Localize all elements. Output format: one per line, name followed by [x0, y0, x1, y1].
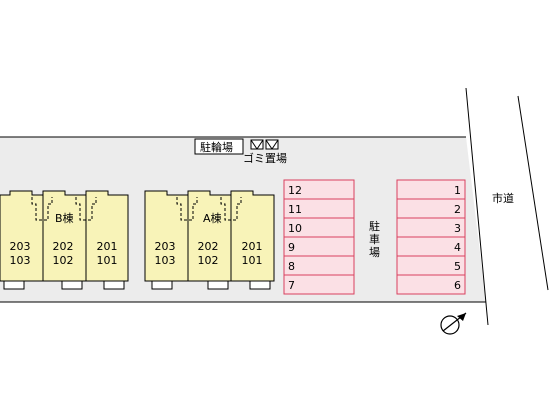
stall-number: 10 [288, 222, 302, 235]
unit-a-203: 203 [155, 240, 176, 253]
stall-number: 4 [454, 241, 461, 254]
building-a-entrances [151, 280, 271, 290]
stall-number: 9 [288, 241, 295, 254]
road-edge-right [517, 95, 549, 291]
parking-stall [396, 274, 466, 295]
unit-a-102: 102 [198, 254, 219, 267]
building-a-stairs [176, 197, 242, 221]
parking-stalls-right: 1 2 3 4 5 6 [396, 179, 466, 295]
unit-b-202: 202 [53, 240, 74, 253]
stall-number: 12 [288, 184, 302, 197]
stall-number: 6 [454, 279, 461, 292]
parking-lot-label-2: 車 [369, 232, 380, 246]
north-arrow-icon [440, 312, 467, 335]
stall-number: 8 [288, 260, 295, 273]
road-label: 市道 [492, 191, 514, 205]
garbage-label: ゴミ置場 [243, 151, 287, 165]
building-a: A棟 203 103 202 102 201 101 [144, 190, 275, 290]
parking-stall [283, 274, 355, 295]
building-b-stairs [31, 197, 97, 221]
building-a-name: A棟 [203, 211, 222, 225]
building-b-entrances [3, 280, 125, 290]
building-b-outline [0, 190, 129, 282]
unit-b-103: 103 [10, 254, 31, 267]
stall-number: 11 [288, 203, 302, 216]
unit-a-201: 201 [242, 240, 263, 253]
unit-b-203: 203 [10, 240, 31, 253]
stall-number: 7 [288, 279, 295, 292]
unit-b-102: 102 [53, 254, 74, 267]
parking-lot-label-3: 場 [369, 246, 380, 259]
unit-b-201: 201 [97, 240, 118, 253]
parking-lot-label-1: 駐 [369, 219, 380, 233]
stall-number: 3 [454, 222, 461, 235]
unit-a-103: 103 [155, 254, 176, 267]
building-b: B棟 203 103 202 102 201 101 [0, 190, 129, 290]
stall-number: 2 [454, 203, 461, 216]
building-a-outline [144, 190, 275, 282]
stall-number: 1 [454, 184, 461, 197]
lot-right-boundary [465, 87, 489, 326]
unit-a-202: 202 [198, 240, 219, 253]
bicycle-parking-box [194, 138, 244, 155]
unit-b-101: 101 [97, 254, 118, 267]
garbage-bin-icon [250, 139, 279, 150]
parking-stalls-left: 12 11 10 9 8 7 [283, 179, 355, 295]
unit-a-101: 101 [242, 254, 263, 267]
building-b-name: B棟 [55, 211, 74, 225]
stall-number: 5 [454, 260, 461, 273]
bicycle-parking-label: 駐輪場 [200, 140, 233, 154]
